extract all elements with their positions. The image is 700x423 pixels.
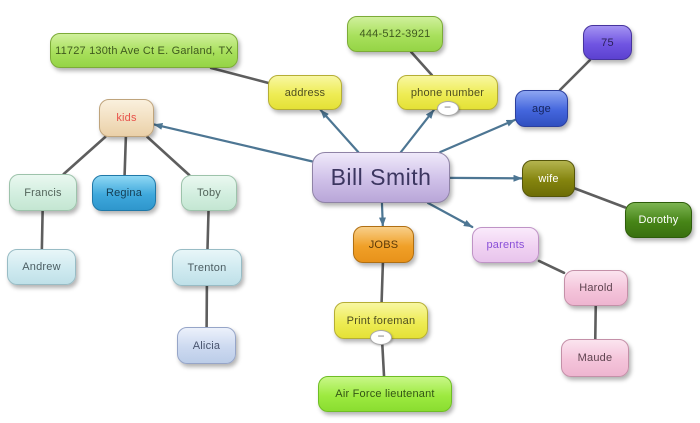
edge-kids-toby — [146, 135, 191, 177]
node-wife[interactable]: wife — [522, 160, 575, 197]
node-regina-label: Regina — [105, 187, 143, 199]
edge-kids-francis — [62, 135, 107, 176]
node-toby-label: Toby — [196, 187, 222, 199]
edge-wife-wife_value — [573, 187, 627, 209]
edge-bill_smith-age — [439, 118, 517, 154]
node-phone-number-label: phone number — [410, 86, 485, 99]
node-print-foreman[interactable]: Print foreman − — [334, 302, 428, 345]
node-kids-label: kids — [116, 112, 137, 124]
edge-jobs-job1 — [380, 261, 385, 304]
node-phone-number[interactable]: phone number − — [397, 75, 498, 116]
node-maude-label: Maude — [577, 352, 613, 364]
node-toby[interactable]: Toby — [181, 175, 237, 211]
edge-francis-andrew — [40, 209, 44, 251]
node-phone-value[interactable]: 444-512-3921 — [347, 16, 443, 52]
node-address-value[interactable]: 11727 130th Ave Ct E. Garland, TX — [50, 33, 238, 68]
collapse-minus-icon[interactable]: − — [436, 101, 459, 116]
node-wife-label: wife — [538, 172, 559, 185]
node-phone-value-label: 444-512-3921 — [359, 28, 431, 40]
node-parents[interactable]: parents — [472, 227, 539, 263]
edge-parents-harold — [537, 259, 566, 275]
edge-bill_smith-phone — [399, 108, 435, 154]
node-kids[interactable]: kids — [99, 99, 154, 137]
collapse-minus-icon[interactable]: − — [370, 330, 392, 345]
node-alicia-label: Alicia — [192, 339, 221, 352]
edge-kids-regina — [123, 135, 128, 177]
node-parents-label: parents — [486, 239, 525, 251]
node-air-force-lieutenant-label: Air Force lieutenant — [335, 388, 435, 400]
node-jobs-label: JOBS — [368, 238, 399, 251]
node-address[interactable]: address — [268, 75, 342, 110]
node-wife-value-label: Dorothy — [638, 214, 679, 226]
node-regina[interactable]: Regina — [92, 175, 156, 211]
node-age-value-label: 75 — [601, 36, 614, 49]
edge-bill_smith-jobs — [378, 201, 386, 228]
node-harold-label: Harold — [579, 282, 613, 294]
node-air-force-lieutenant[interactable]: Air Force lieutenant — [318, 376, 452, 412]
node-maude[interactable]: Maude — [561, 339, 629, 377]
edge-phone-phone_value — [409, 50, 434, 77]
node-bill-smith[interactable]: Bill Smith — [312, 152, 450, 203]
node-trenton[interactable]: Trenton — [172, 249, 242, 286]
edge-bill_smith-kids — [152, 122, 314, 163]
node-age[interactable]: age — [515, 90, 568, 127]
node-age-label: age — [532, 102, 551, 115]
edge-toby-trenton — [206, 209, 210, 251]
node-address-value-label: 11727 130th Ave Ct E. Garland, TX — [55, 44, 233, 57]
edge-bill_smith-parents — [426, 201, 474, 229]
node-trenton-label: Trenton — [187, 261, 227, 274]
node-harold[interactable]: Harold — [564, 270, 628, 306]
node-andrew[interactable]: Andrew — [7, 249, 76, 285]
node-francis-label: Francis — [24, 186, 62, 199]
edge-address-address_value — [209, 66, 270, 85]
node-address-label: address — [284, 86, 326, 99]
node-alicia[interactable]: Alicia — [177, 327, 236, 364]
node-print-foreman-label: Print foreman — [346, 314, 416, 327]
node-age-value[interactable]: 75 — [583, 25, 632, 60]
node-francis[interactable]: Francis — [9, 174, 77, 211]
node-andrew-label: Andrew — [22, 261, 61, 273]
node-jobs[interactable]: JOBS — [353, 226, 414, 263]
edge-age-age_value — [558, 58, 592, 92]
node-wife-value[interactable]: Dorothy — [625, 202, 692, 238]
edge-job1-job2 — [380, 337, 386, 378]
edge-bill_smith-address — [319, 108, 360, 154]
node-bill-smith-label: Bill Smith — [330, 164, 432, 190]
